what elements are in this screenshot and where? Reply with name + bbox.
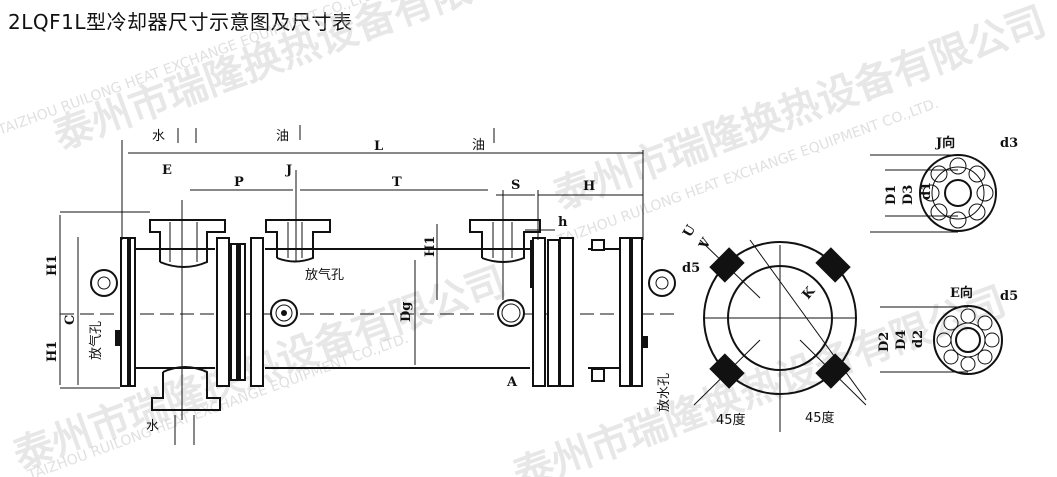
- e-view-label: E向: [950, 285, 973, 301]
- dim-d2: d2: [911, 330, 926, 348]
- dim-C: C: [63, 315, 78, 325]
- dim-D3: D3: [901, 185, 916, 205]
- e-view-flange: D2 D4 d2 E向 d5: [877, 285, 1018, 375]
- dim-D1: D1: [884, 185, 899, 205]
- cooler-side-view: [60, 170, 680, 420]
- j-view-flange: D1 D3 d1 J向 d3: [870, 135, 1018, 233]
- water-outlet-label: 水: [152, 129, 165, 144]
- dim-H: H: [583, 179, 595, 194]
- dim-S: S: [511, 178, 520, 193]
- dim-d3: d3: [1000, 136, 1018, 151]
- dim-E: E: [162, 163, 172, 178]
- svg-text:泰州市瑞隆换热设备有限公司: 泰州市瑞隆换热设备有限公司: [548, 0, 1052, 219]
- side-view-labels: 水 水 油 油 L E J P T S H h H1 H1 H1 C Dg A …: [45, 129, 672, 434]
- dim-D2: D2: [877, 332, 892, 352]
- water-inlet-label: 水: [146, 419, 159, 434]
- angle-left-label: 45度: [716, 412, 746, 428]
- dim-U: U: [680, 222, 699, 240]
- bolt-d5-label: d5: [682, 261, 700, 276]
- vent-label-left: 放气孔: [88, 321, 104, 360]
- dim-h: h: [558, 215, 568, 230]
- dim-d1: d1: [919, 182, 934, 200]
- drain-label: 放水孔: [657, 373, 672, 412]
- dim-P: P: [234, 175, 244, 190]
- vent-label-mid: 放气孔: [305, 267, 344, 283]
- oil-inlet-label: 油: [276, 129, 289, 144]
- dim-d5: d5: [1000, 289, 1018, 304]
- svg-text:TAIZHOU RUILONG HEAT EXCHANGE: TAIZHOU RUILONG HEAT EXCHANGE EQUIPMENT …: [0, 0, 381, 139]
- dimension-lines: [59, 125, 644, 445]
- dim-D4: D4: [894, 330, 909, 350]
- dim-K: K: [800, 284, 819, 303]
- dim-J: J: [285, 163, 292, 178]
- dim-Dg: Dg: [399, 302, 414, 322]
- dim-H1-bottom: H1: [45, 341, 60, 362]
- section-A: A: [506, 375, 518, 390]
- dim-H1-top: H1: [45, 255, 60, 276]
- diagram-title: 2LQF1L型冷却器尺寸示意图及尺寸表: [8, 10, 353, 34]
- dim-H1-mid: H1: [423, 236, 438, 257]
- dim-V: V: [696, 235, 715, 253]
- angle-right-label: 45度: [805, 410, 835, 426]
- dim-L: L: [374, 139, 383, 154]
- j-view-label: J向: [935, 135, 955, 151]
- oil-outlet-label: 油: [472, 138, 485, 153]
- svg-text:泰州市瑞隆换热设备有限公司: 泰州市瑞隆换热设备有限公司: [508, 278, 1012, 477]
- dim-T: T: [392, 175, 402, 190]
